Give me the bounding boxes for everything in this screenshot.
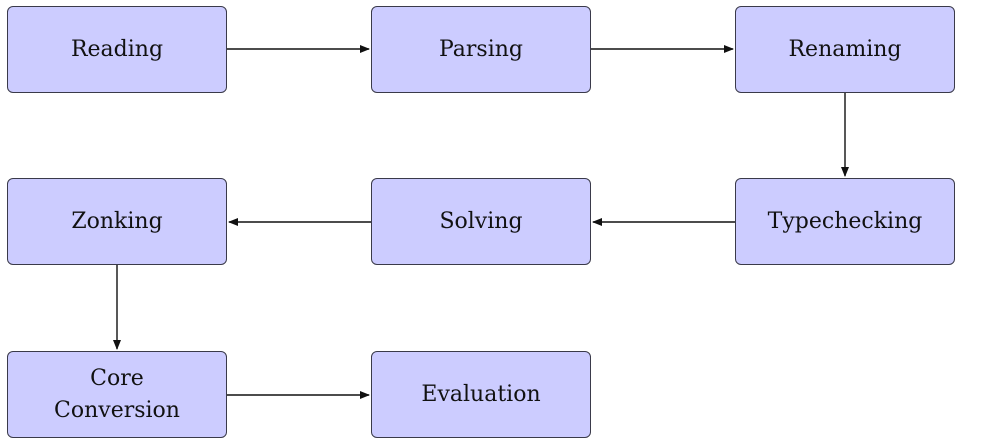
node-reading: Reading xyxy=(7,6,227,93)
node-label: Solving xyxy=(439,208,523,234)
node-label: Zonking xyxy=(71,208,163,234)
node-label: Renaming xyxy=(788,36,902,62)
node-renaming: Renaming xyxy=(735,6,955,93)
node-label: Reading xyxy=(70,36,164,62)
node-typechecking: Typechecking xyxy=(735,178,955,265)
node-label: Evaluation xyxy=(421,381,541,407)
node-core-conversion: Core Conversion xyxy=(7,351,227,438)
node-solving: Solving xyxy=(371,178,591,265)
node-evaluation: Evaluation xyxy=(371,351,591,438)
node-zonking: Zonking xyxy=(7,178,227,265)
node-parsing: Parsing xyxy=(371,6,591,93)
node-label: Parsing xyxy=(438,36,524,62)
node-label: Core Conversion xyxy=(54,365,180,423)
node-label: Typechecking xyxy=(767,208,923,234)
